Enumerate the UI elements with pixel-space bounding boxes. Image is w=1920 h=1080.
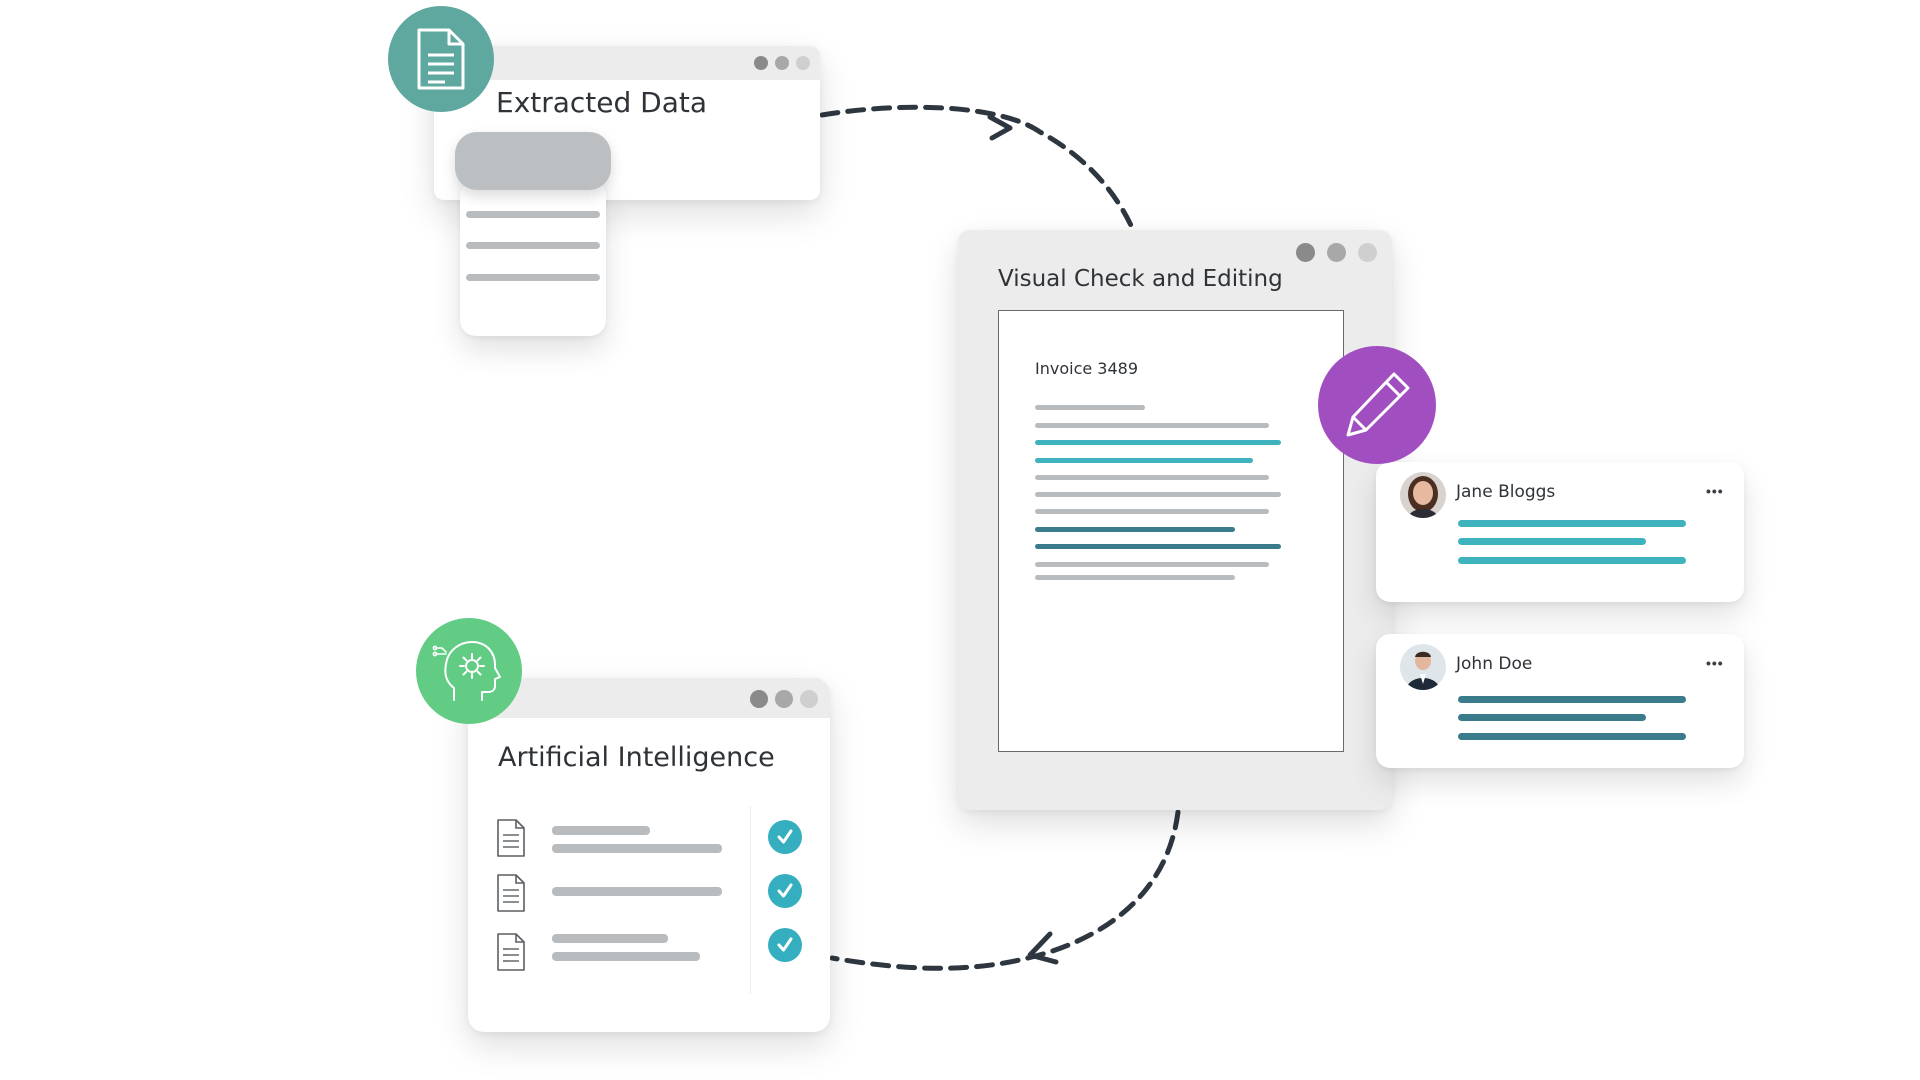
invoice-line-highlight bbox=[1035, 440, 1281, 445]
invoice-line bbox=[1035, 509, 1269, 514]
check-icon bbox=[768, 928, 802, 962]
document-icon bbox=[497, 874, 525, 912]
window-dot bbox=[1327, 243, 1346, 262]
comment-line bbox=[1458, 733, 1686, 740]
ai-row-line bbox=[552, 844, 722, 853]
comment-line bbox=[1458, 520, 1686, 527]
ai-titlebar bbox=[468, 678, 830, 718]
arrow-extracted-to-visual bbox=[819, 104, 1137, 235]
window-dot bbox=[1358, 243, 1377, 262]
invoice-line bbox=[1035, 405, 1145, 410]
invoice-title: Invoice 3489 bbox=[1035, 359, 1139, 378]
check-icon bbox=[768, 820, 802, 854]
placeholder-line bbox=[466, 211, 600, 218]
invoice-line bbox=[1035, 475, 1269, 480]
extracted-data-field-pill bbox=[455, 132, 611, 190]
comment-line bbox=[1458, 714, 1646, 721]
placeholder-line bbox=[466, 274, 600, 281]
invoice-line bbox=[1035, 423, 1269, 428]
arrow-head-ai bbox=[1027, 931, 1059, 965]
more-options-icon[interactable]: ••• bbox=[1706, 483, 1724, 499]
more-options-icon[interactable]: ••• bbox=[1706, 655, 1724, 671]
window-dot bbox=[800, 690, 818, 708]
comment-card-jane: Jane Bloggs ••• bbox=[1376, 462, 1744, 602]
document-badge bbox=[388, 6, 494, 112]
arrow-visual-to-ai bbox=[829, 809, 1181, 971]
ai-window: Artificial Intelligence bbox=[468, 678, 830, 1032]
ai-row-line bbox=[552, 826, 650, 835]
invoice-line-dark bbox=[1035, 527, 1235, 532]
check-icon bbox=[768, 874, 802, 908]
comment-line bbox=[1458, 538, 1646, 545]
comment-line bbox=[1458, 696, 1686, 703]
ai-row-line bbox=[552, 952, 700, 961]
invoice-line bbox=[1035, 562, 1269, 567]
comment-card-john: John Doe ••• bbox=[1376, 634, 1744, 768]
ai-divider bbox=[750, 806, 751, 994]
avatar-jane bbox=[1400, 472, 1446, 518]
ai-row-line bbox=[552, 887, 722, 896]
ai-title: Artificial Intelligence bbox=[498, 742, 775, 773]
window-dot bbox=[754, 56, 768, 70]
window-dot bbox=[796, 56, 810, 70]
visual-check-title: Visual Check and Editing bbox=[998, 266, 1283, 292]
comment-author: John Doe bbox=[1456, 654, 1533, 674]
extracted-data-dropdown bbox=[460, 180, 606, 336]
window-dot bbox=[1296, 243, 1315, 262]
window-dot bbox=[775, 56, 789, 70]
pencil-icon bbox=[1346, 372, 1410, 437]
ai-badge bbox=[416, 618, 522, 724]
invoice-document: Invoice 3489 bbox=[998, 310, 1344, 752]
arrow-head-visual bbox=[987, 114, 1013, 141]
invoice-line bbox=[1035, 492, 1281, 497]
invoice-line bbox=[1035, 575, 1235, 580]
placeholder-line bbox=[466, 242, 600, 249]
extracted-data-title: Extracted Data bbox=[496, 86, 708, 119]
visual-check-window: Visual Check and Editing Invoice 3489 bbox=[958, 230, 1392, 810]
pencil-badge bbox=[1318, 346, 1436, 464]
ai-row-line bbox=[552, 934, 668, 943]
document-icon bbox=[497, 933, 525, 971]
document-icon bbox=[417, 28, 465, 90]
comment-line bbox=[1458, 557, 1686, 564]
document-icon bbox=[497, 819, 525, 857]
avatar-john bbox=[1400, 644, 1446, 690]
comment-author: Jane Bloggs bbox=[1456, 482, 1556, 502]
window-dot bbox=[775, 690, 793, 708]
ai-head-gear-icon bbox=[432, 641, 501, 701]
invoice-line-highlight bbox=[1035, 458, 1253, 463]
window-dot bbox=[750, 690, 768, 708]
invoice-line-dark bbox=[1035, 544, 1281, 549]
